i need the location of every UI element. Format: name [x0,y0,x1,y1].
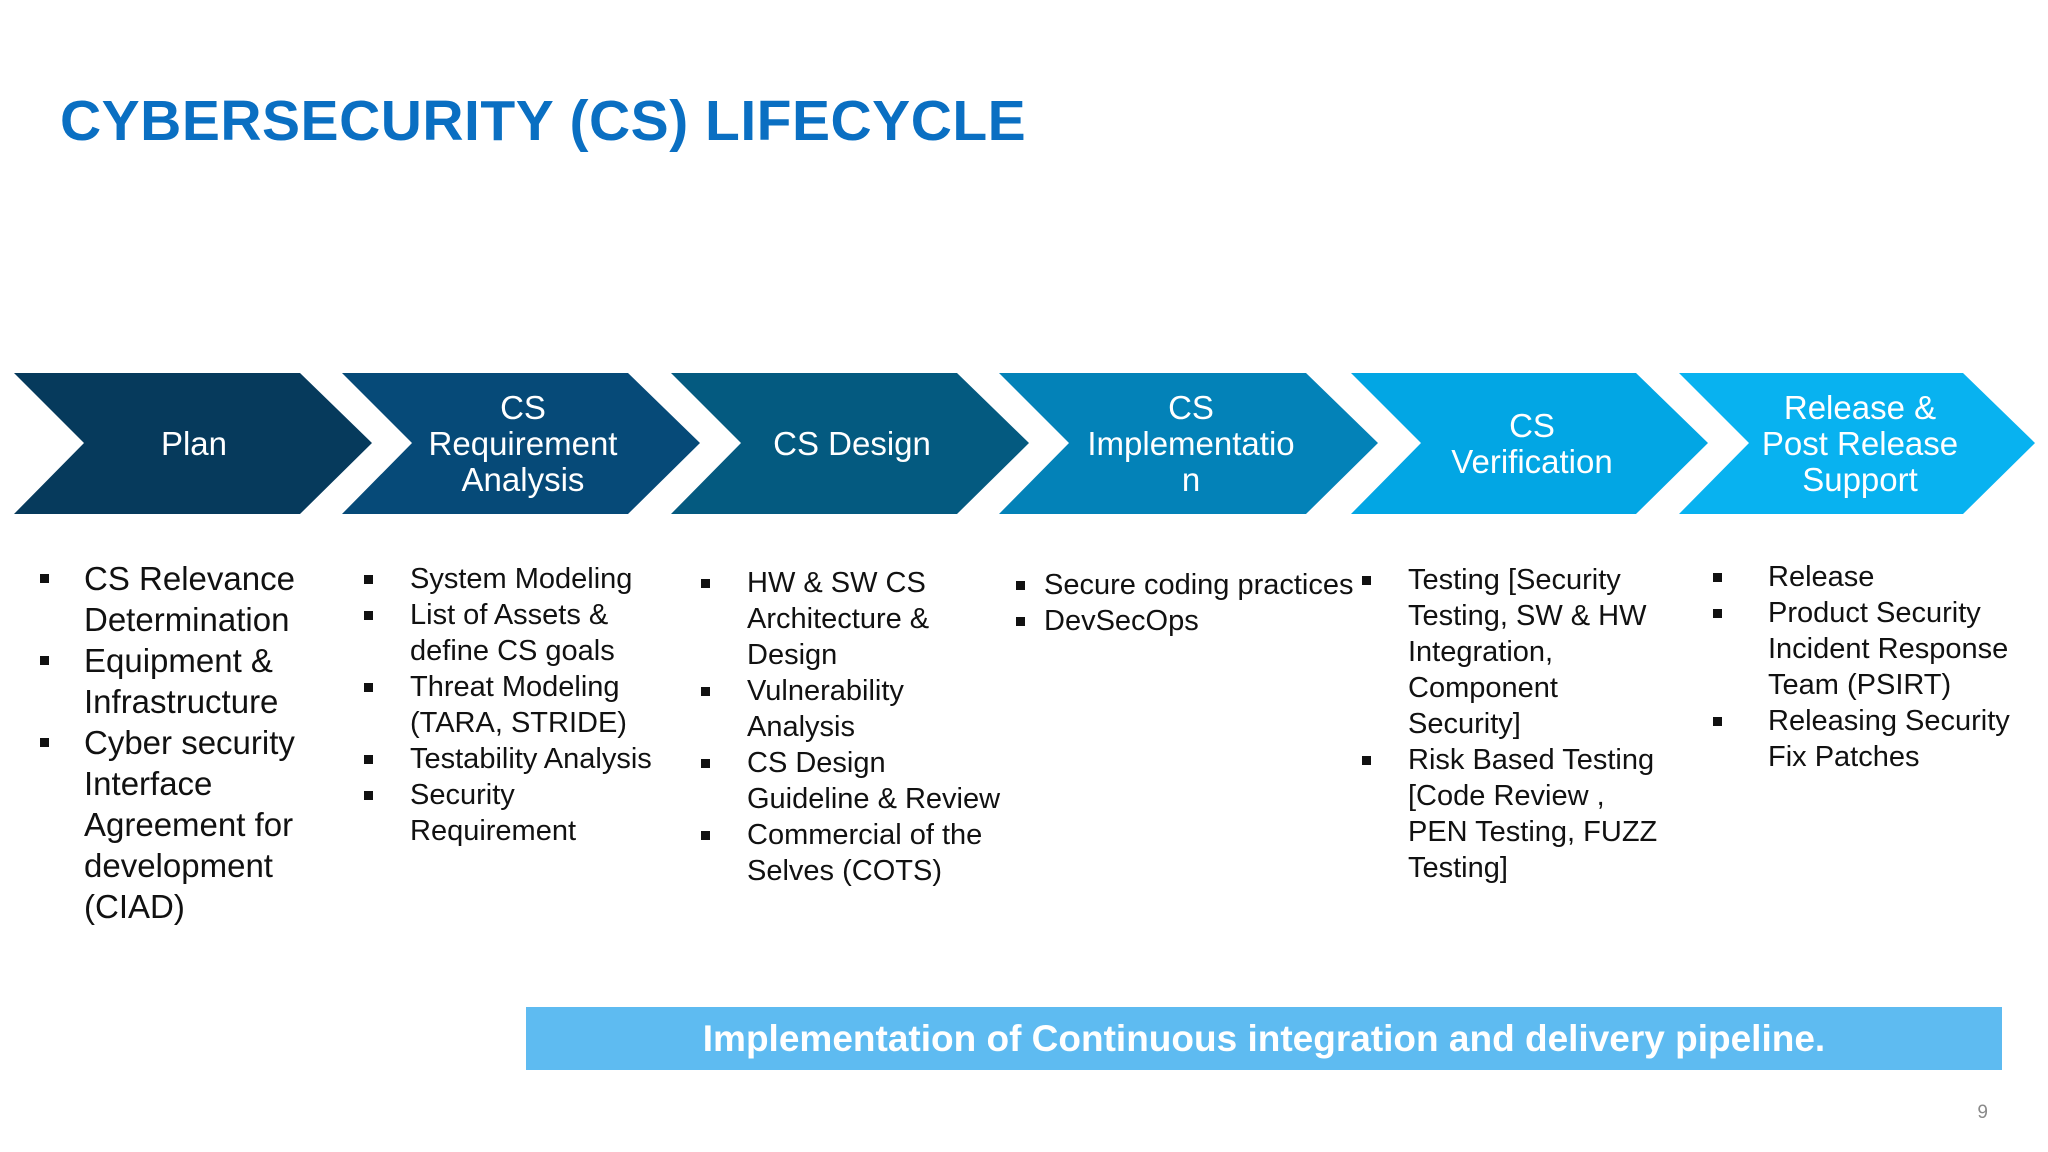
stage-chevron-design [671,373,1029,514]
ci-cd-banner: Implementation of Continuous integration… [526,1007,2002,1070]
requirement-analysis-bullet-list: System Modeling List of Assets & define … [364,561,664,849]
banner-text: Implementation of Continuous integration… [702,1017,1826,1059]
list-item: Vulnerability Analysis [701,673,1001,745]
list-item: Product Security Incident Response Team … [1713,595,2013,703]
stage-label-release: Release & Post Release Support [1761,388,1959,498]
list-item: System Modeling [364,561,664,597]
list-item: Commercial of the Selves (COTS) [701,817,1001,889]
list-item: CS Design Guideline & Review [701,745,1001,817]
list-item: Risk Based Testing [Code Review , PEN Te… [1362,742,1672,886]
stage-label-design: CS Design [773,424,931,462]
stage-chevron-release [1679,373,2035,514]
design-bullet-list: HW & SW CS Architecture & Design Vulnera… [701,565,1001,889]
list-item: DevSecOps [1016,603,1362,639]
list-item: Threat Modeling (TARA, STRIDE) [364,669,664,741]
release-bullet-list: Release Product Security Incident Respon… [1713,559,2013,775]
plan-bullet-list: CS Relevance Determination Equipment & I… [40,558,312,927]
verification-bullet-list: Testing [Security Testing, SW & HW Integ… [1362,562,1672,886]
stage-chevron-plan [14,373,372,514]
stage-label-implementation: CS Implementatio n [1087,388,1295,498]
implementation-bullet-list: Secure coding practices DevSecOps [1016,567,1362,639]
stage-label-plan: Plan [160,424,228,462]
list-item: Cyber security Interface Agreement for d… [40,722,312,927]
list-item: Equipment & Infrastructure [40,640,312,722]
stage-chevron-verification [1351,373,1708,514]
stage-chevron-implementation [999,373,1378,514]
stage-label-requirement-analysis: CS Requirement Analysis [428,388,618,498]
list-item: Security Requirement [364,777,664,849]
list-item: Release [1713,559,2013,595]
page-number: 9 [1977,1102,1988,1123]
list-item: List of Assets & define CS goals [364,597,664,669]
slide-title: CYBERSECURITY (CS) LIFECYCLE [60,89,1027,153]
list-item: Secure coding practices [1016,567,1362,603]
list-item: HW & SW CS Architecture & Design [701,565,1001,673]
list-item: Testing [Security Testing, SW & HW Integ… [1362,562,1672,742]
stage-label-verification: CS Verification [1451,406,1613,480]
list-item: Testability Analysis [364,741,664,777]
list-item: CS Relevance Determination [40,558,312,640]
stage-chevron-requirement-analysis [342,373,700,514]
list-item: Releasing Security Fix Patches [1713,703,2013,775]
